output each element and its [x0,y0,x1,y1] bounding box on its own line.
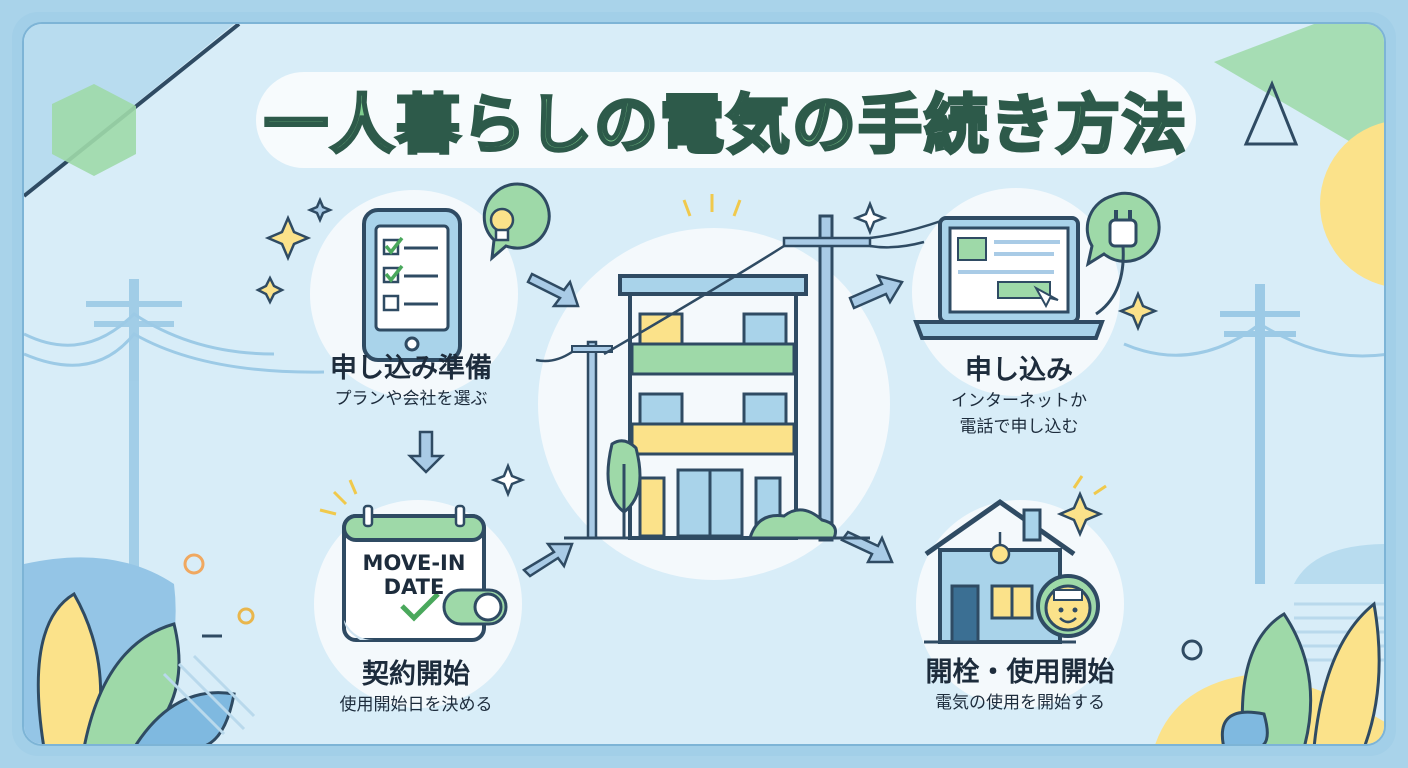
arrow-down-icon [406,430,446,474]
background-pole-right [1220,284,1300,584]
corner-shape-tr [1214,24,1384,162]
step3-heading: 申し込み [965,355,1073,386]
calendar-text-layer: MOVE-IN DATE [363,551,466,599]
dot-deco-icon [1181,639,1203,661]
step1-desc: プランや会社を選ぶ [334,389,488,409]
infographic-canvas: 一人暮らしの電気の手続き方法 MOVE-IN DATE 申し込み準備 プランや会… [22,22,1386,746]
electric-meter-icon [1036,574,1100,638]
dot-deco-icon [183,553,205,575]
sparkle-icon-outline [306,196,888,498]
background-pole-left [86,279,182,584]
laptop-icon [913,216,1105,340]
step3-desc-line1: インターネットか [951,391,1087,411]
page-title: 一人暮らしの電気の手続き方法 [263,88,1188,165]
tree-icon [564,439,870,540]
smartphone-checklist-icon [362,208,462,362]
step1-heading: 申し込み準備 [330,353,492,384]
calendar-icon [342,504,508,642]
background-decor [24,24,1384,744]
step2-label: 契約開始 使用開始日を決める [286,658,546,718]
step4-label: 開栓・使用開始 電気の使用を開始する [880,656,1160,716]
power-plug-icon [1085,191,1161,316]
leaf-icon-left [36,591,236,744]
step4-heading: 開栓・使用開始 [925,657,1115,688]
step4-desc: 電気の使用を開始する [935,693,1105,713]
shine-lines [319,194,1107,516]
step3-label: 申し込み インターネットか 電話で申し込む [894,354,1144,440]
leaf-icon-right [1220,601,1381,744]
hatch-deco-left [162,654,256,736]
calendar-line2: DATE [384,575,445,599]
step1-label: 申し込み準備 プランや会社を選ぶ [286,352,536,412]
step2-heading: 契約開始 [362,659,470,690]
step3-desc-line2: 電話で申し込む [959,417,1079,437]
title-banner: 一人暮らしの電気の手続き方法 [256,72,1196,168]
calendar-line1: MOVE-IN [363,551,466,575]
utility-pole-icon [535,214,945,542]
dot-deco-icon [237,607,255,625]
triangle-deco-icon [1243,80,1299,146]
lightbulb-icon [482,182,551,262]
hexagon-deco-icon [52,84,136,176]
sun-deco-icon [1320,122,1384,286]
step2-desc: 使用開始日を決める [339,695,493,715]
sparkle-icon [255,214,1159,538]
house-icon [924,498,1076,644]
outer-frame: 一人暮らしの電気の手続き方法 MOVE-IN DATE 申し込み準備 プランや会… [12,12,1396,756]
